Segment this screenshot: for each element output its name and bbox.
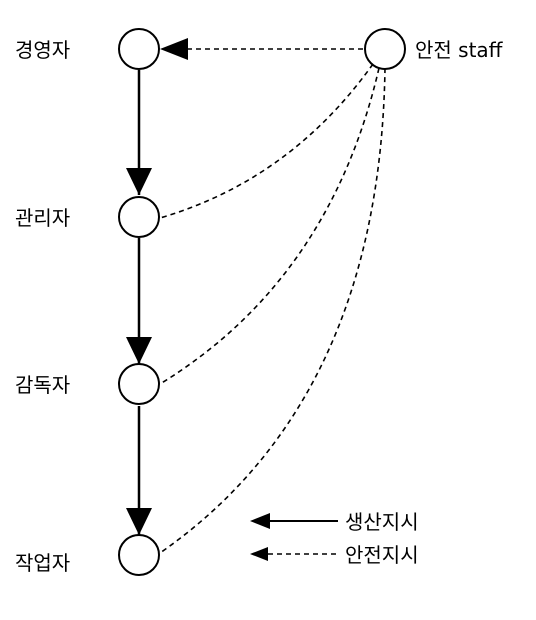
label-ceo: 경영자 bbox=[15, 38, 70, 62]
arrowhead-manager bbox=[126, 168, 152, 195]
dashed-staff-to-supervisor bbox=[159, 67, 380, 385]
label-supervisor: 감독자 bbox=[15, 373, 70, 397]
arrowhead-supervisor bbox=[126, 337, 152, 364]
legend-solid-arrowhead bbox=[250, 513, 270, 529]
legend-production-label: 생산지시 bbox=[345, 510, 419, 534]
safety-lines bbox=[159, 48, 386, 554]
production-arrows bbox=[126, 70, 152, 535]
label-manager: 관리자 bbox=[15, 206, 70, 230]
arrowhead-worker bbox=[126, 508, 152, 535]
legend-safety-label: 안전지시 bbox=[345, 543, 419, 567]
node-manager bbox=[118, 196, 160, 238]
node-worker bbox=[118, 534, 160, 576]
nodes bbox=[118, 28, 406, 576]
dashed-staff-to-worker bbox=[159, 67, 386, 554]
node-supervisor bbox=[118, 363, 160, 405]
arrowhead-safety-ceo bbox=[160, 38, 188, 60]
label-worker: 작업자 bbox=[15, 551, 70, 575]
legend-dashed-arrowhead bbox=[250, 547, 268, 561]
label-safety-staff: 안전 staff bbox=[415, 38, 504, 62]
dashed-staff-to-manager bbox=[159, 63, 374, 219]
legend: 생산지시 안전지시 bbox=[250, 510, 419, 567]
node-ceo bbox=[118, 28, 160, 70]
node-safety-staff bbox=[364, 28, 406, 70]
